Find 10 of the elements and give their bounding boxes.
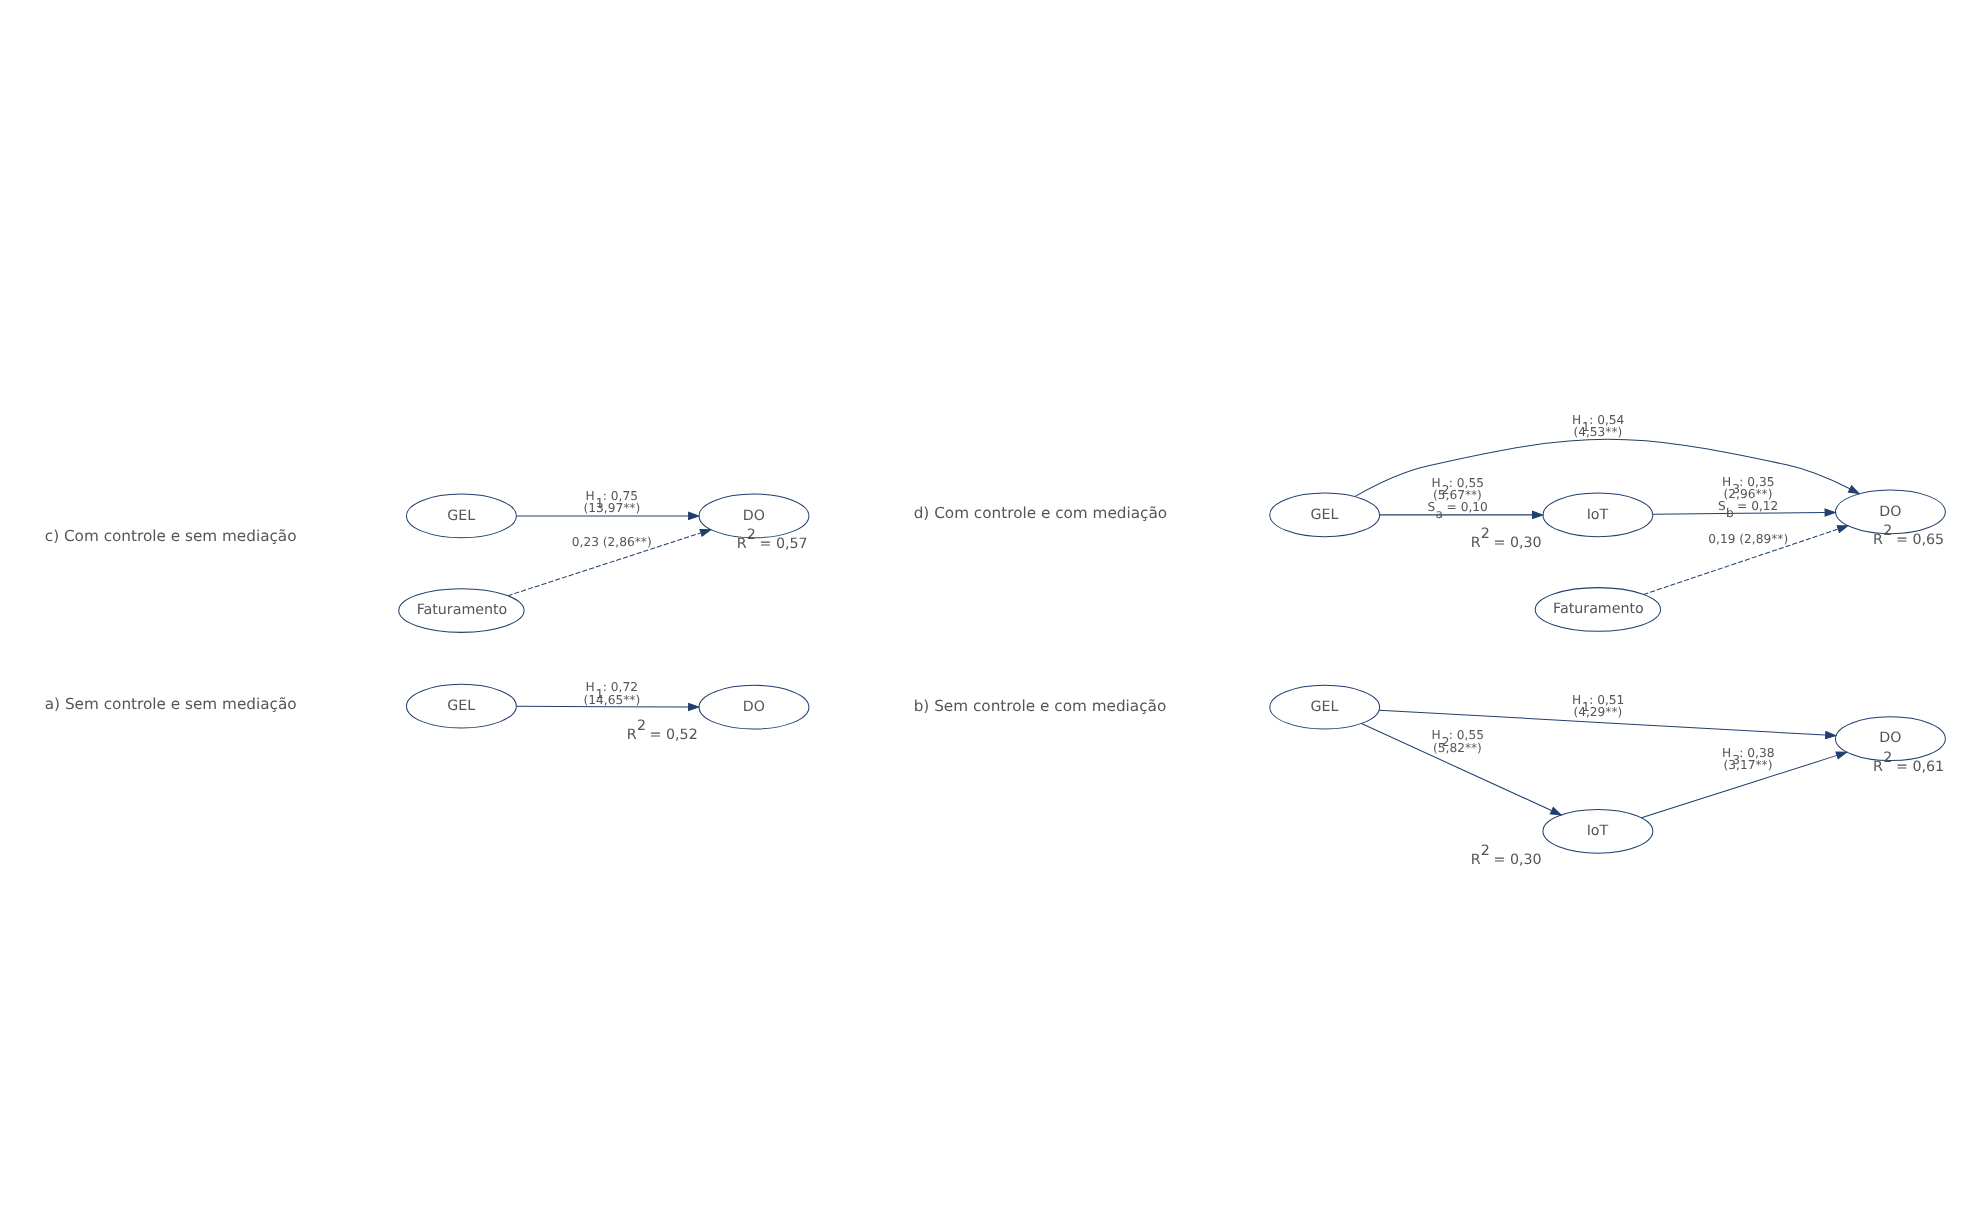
arrow xyxy=(1643,525,1850,595)
arrow xyxy=(1652,508,1837,517)
arrow xyxy=(507,528,713,597)
arrow xyxy=(1379,510,1545,520)
arrow xyxy=(1360,723,1563,816)
arrow xyxy=(515,702,701,712)
arrow xyxy=(1640,751,1849,819)
arrow xyxy=(1354,438,1861,497)
arrow xyxy=(1378,709,1838,740)
arrow xyxy=(515,511,701,521)
